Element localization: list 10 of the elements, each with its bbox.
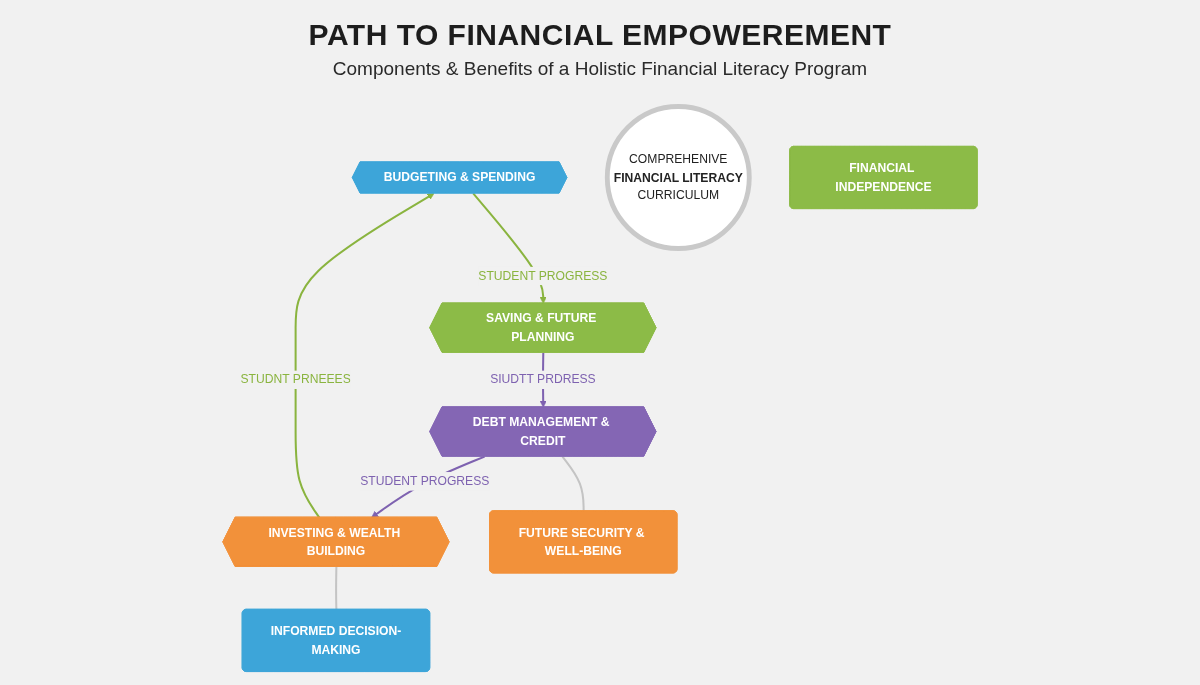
connector [561, 455, 585, 512]
title: PATH TO FINANCIAL EMPOWEREMENT [308, 18, 892, 52]
node-circle: COMPREHENIVE FINANCIAL LITERACY CURRICULUM [604, 104, 752, 251]
subtitle: Components & Benefits of a Holistic Financial Literacy Program [332, 58, 868, 80]
edge-label: STUDENT PROGRESS [478, 268, 608, 283]
edge-label: STUDNT PRNEEES [240, 372, 351, 386]
edge-label: SIUDTT PRDRESS [490, 372, 596, 386]
connector [335, 566, 338, 610]
arrow [294, 193, 435, 519]
edge-label: STUDENT PROGRESS [360, 473, 490, 488]
